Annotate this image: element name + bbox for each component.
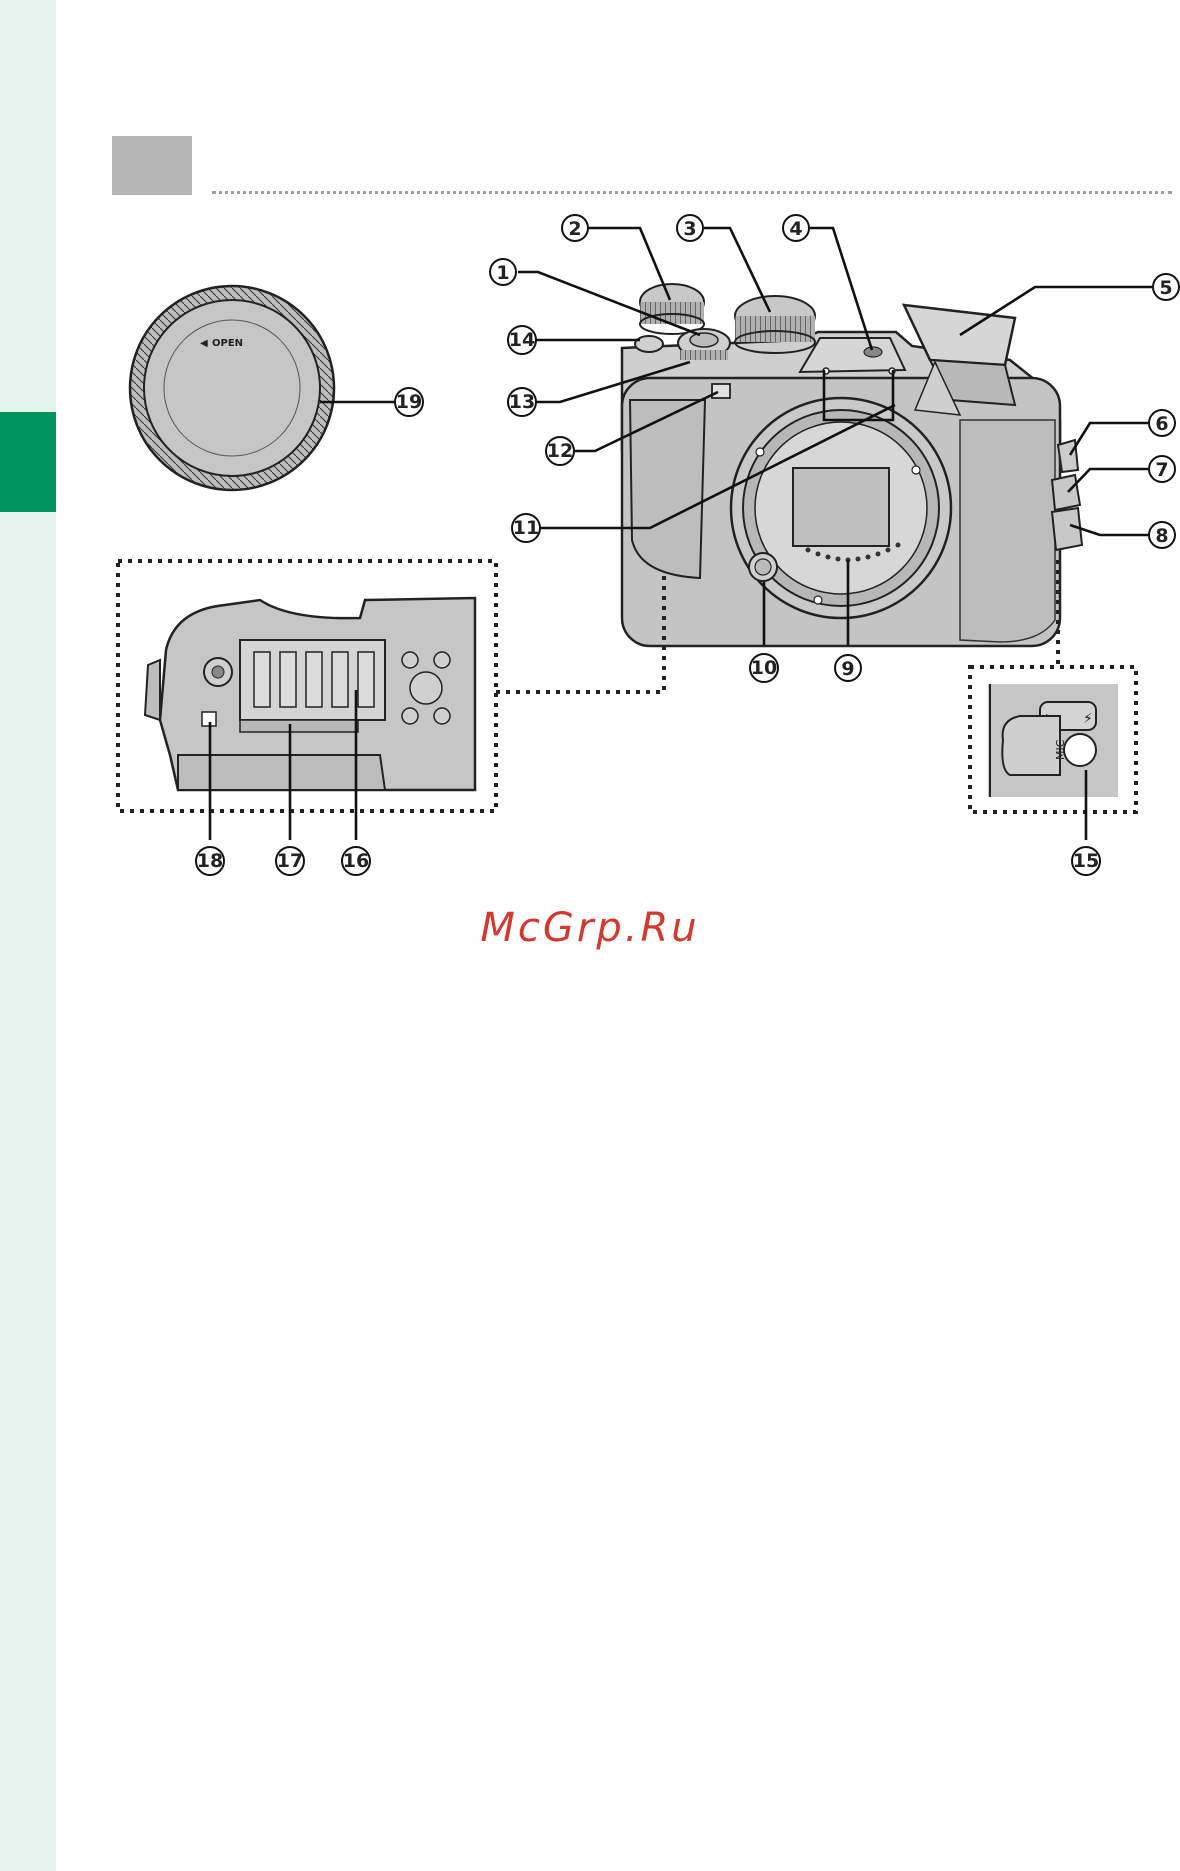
- shutter-button[interactable]: [678, 329, 730, 360]
- callout-1: 1: [490, 259, 516, 285]
- watermark: McGrp.Ru: [0, 905, 1180, 951]
- connector-cover-usb[interactable]: [1052, 508, 1082, 550]
- shutter-speed-dial[interactable]: [640, 284, 704, 334]
- callout-18: 18: [196, 847, 224, 875]
- svg-text:15: 15: [1073, 850, 1099, 872]
- svg-text:11: 11: [513, 517, 539, 539]
- callout-10: 10: [750, 654, 778, 682]
- callout-16: 16: [342, 847, 370, 875]
- body-cap: ◀ OPEN: [130, 286, 334, 490]
- af-assist-lamp: [712, 384, 730, 398]
- callout-9: 9: [835, 655, 861, 681]
- callout-13: 13: [508, 388, 536, 416]
- svg-text:4: 4: [789, 218, 802, 240]
- memory-card-slot: [240, 720, 358, 732]
- callout-2: 2: [562, 215, 588, 241]
- mic-label: MIC: [1054, 739, 1067, 760]
- svg-text:14: 14: [509, 329, 535, 351]
- jack-cover[interactable]: [1002, 716, 1060, 775]
- svg-text:13: 13: [509, 391, 535, 413]
- callout-6: 6: [1149, 410, 1175, 436]
- lens-release-button[interactable]: [749, 553, 777, 581]
- svg-text:19: 19: [396, 391, 422, 413]
- callout-7: 7: [1149, 456, 1175, 482]
- svg-text:16: 16: [343, 850, 369, 872]
- microphone-jack: [1064, 734, 1096, 766]
- svg-text:7: 7: [1155, 459, 1168, 481]
- svg-text:1: 1: [496, 262, 509, 284]
- connector-cover-hdmi[interactable]: [1052, 475, 1080, 510]
- svg-text:3: 3: [683, 218, 696, 240]
- callout-4: 4: [783, 215, 809, 241]
- svg-text:8: 8: [1155, 525, 1168, 547]
- svg-text:9: 9: [841, 658, 854, 680]
- svg-text:18: 18: [197, 850, 223, 872]
- callout-14: 14: [508, 326, 536, 354]
- bottom-view: [145, 598, 475, 790]
- body-cap-open-label: OPEN: [212, 338, 243, 349]
- jack-view: ▶ ⚡ MIC: [988, 684, 1118, 797]
- callout-12: 12: [546, 437, 574, 465]
- svg-text:17: 17: [277, 850, 303, 872]
- svg-text:10: 10: [751, 657, 777, 679]
- image-sensor: [793, 468, 889, 546]
- callout-15: 15: [1072, 847, 1100, 875]
- svg-text:2: 2: [568, 218, 581, 240]
- svg-text:12: 12: [547, 440, 573, 462]
- svg-text:5: 5: [1159, 277, 1172, 299]
- fn-button[interactable]: [635, 336, 663, 352]
- callout-19: 19: [395, 388, 423, 416]
- callout-3: 3: [677, 215, 703, 241]
- callout-8: 8: [1149, 522, 1175, 548]
- svg-text:6: 6: [1155, 413, 1168, 435]
- open-arrow-icon: ◀: [200, 338, 208, 349]
- callout-11: 11: [512, 514, 540, 542]
- callout-5: 5: [1153, 274, 1179, 300]
- callout-17: 17: [276, 847, 304, 875]
- flash-icon: ⚡: [1083, 711, 1093, 727]
